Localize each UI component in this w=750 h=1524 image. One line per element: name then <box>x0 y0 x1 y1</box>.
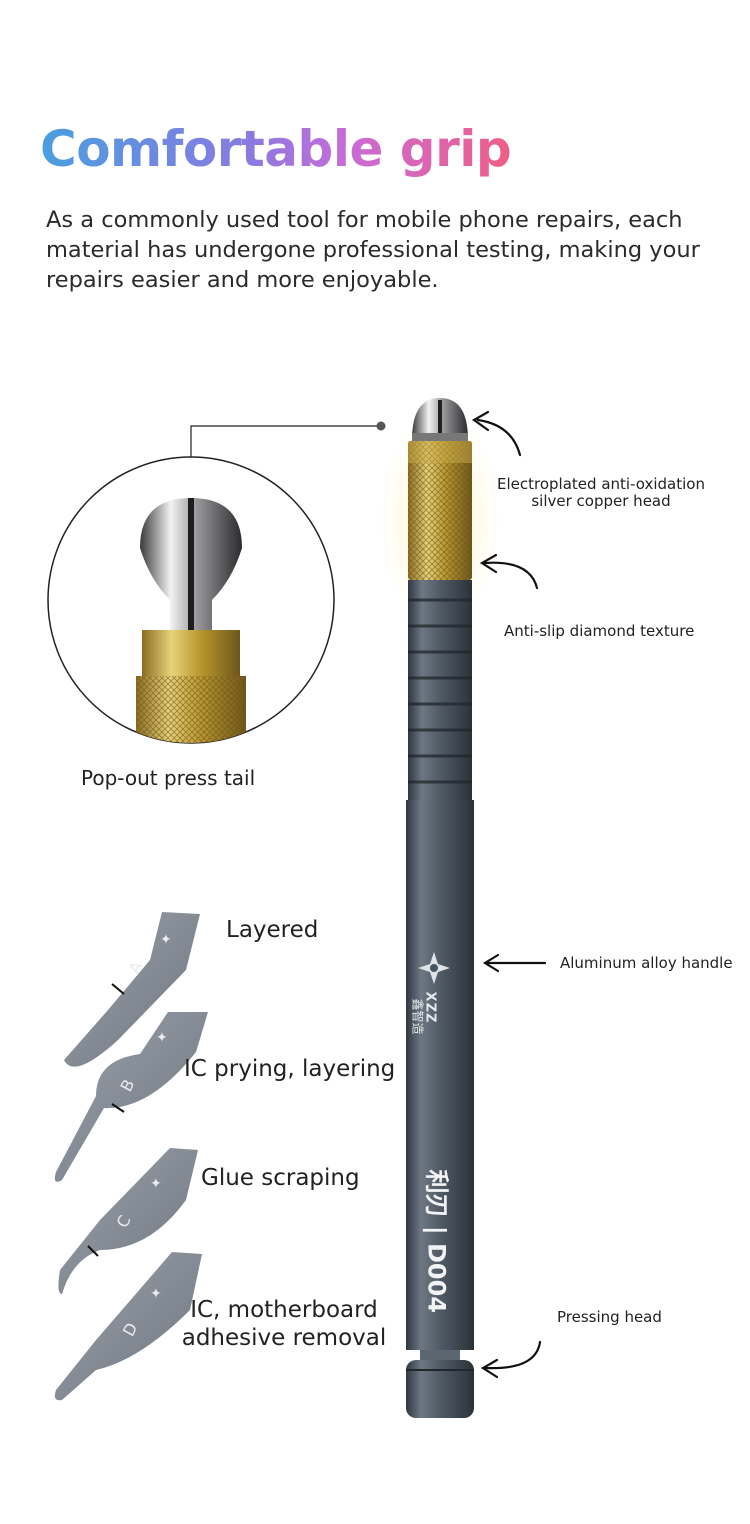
head-callout-line1: Electroplated anti-oxidation <box>497 475 705 493</box>
arrow-texture-icon <box>479 553 539 590</box>
blade-a: ✦ <box>64 912 200 1067</box>
head-callout: Electroplated anti-oxidation silver copp… <box>496 476 706 510</box>
tail-zoom-circle <box>47 421 386 744</box>
screwdriver-pen <box>380 398 500 1418</box>
texture-callout: Anti-slip diamond texture <box>504 622 695 640</box>
blade-c: ✦ <box>58 1148 199 1294</box>
head-callout-line2: silver copper head <box>531 492 671 510</box>
arrow-head-icon <box>471 410 522 457</box>
aluminum-handle <box>406 800 474 1350</box>
arrow-pressing-icon <box>480 1340 542 1379</box>
blade-a-label: Layered <box>226 917 319 943</box>
intro-text: As a commonly used tool for mobile phone… <box>46 207 700 293</box>
svg-text:✦: ✦ <box>150 1286 162 1302</box>
pressing-callout: Pressing head <box>557 1308 662 1326</box>
blade-b-label: IC prying, layering <box>184 1056 396 1082</box>
svg-text:✦: ✦ <box>150 1176 162 1192</box>
model-label: 利刃 | D004 <box>422 1169 451 1314</box>
brand-mark-cn: 鑫智造 <box>410 998 425 1035</box>
tail-callout: Pop-out press tail <box>81 766 256 790</box>
blade-d: ✦ <box>54 1252 202 1401</box>
handle-callout: Aluminum alloy handle <box>560 954 733 972</box>
blade-d-label-line2: adhesive removal <box>181 1325 387 1351</box>
svg-text:✦: ✦ <box>160 932 172 948</box>
arrow-handle-icon <box>482 953 547 973</box>
blade-d-label: IC, motherboard adhesive removal <box>180 1296 388 1352</box>
silver-copper-head <box>412 398 468 441</box>
grooved-grip <box>408 580 472 800</box>
blade-d-label-line1: IC, motherboard <box>190 1297 378 1323</box>
brand-logo-icon <box>418 952 450 984</box>
svg-text:✦: ✦ <box>156 1030 168 1046</box>
diamond-texture-grip <box>408 441 472 580</box>
pressing-head <box>406 1350 474 1418</box>
blade-b: ✦ <box>54 1012 208 1182</box>
blade-c-label: Glue scraping <box>201 1165 360 1191</box>
page-title: Comfortable grip <box>40 120 512 178</box>
